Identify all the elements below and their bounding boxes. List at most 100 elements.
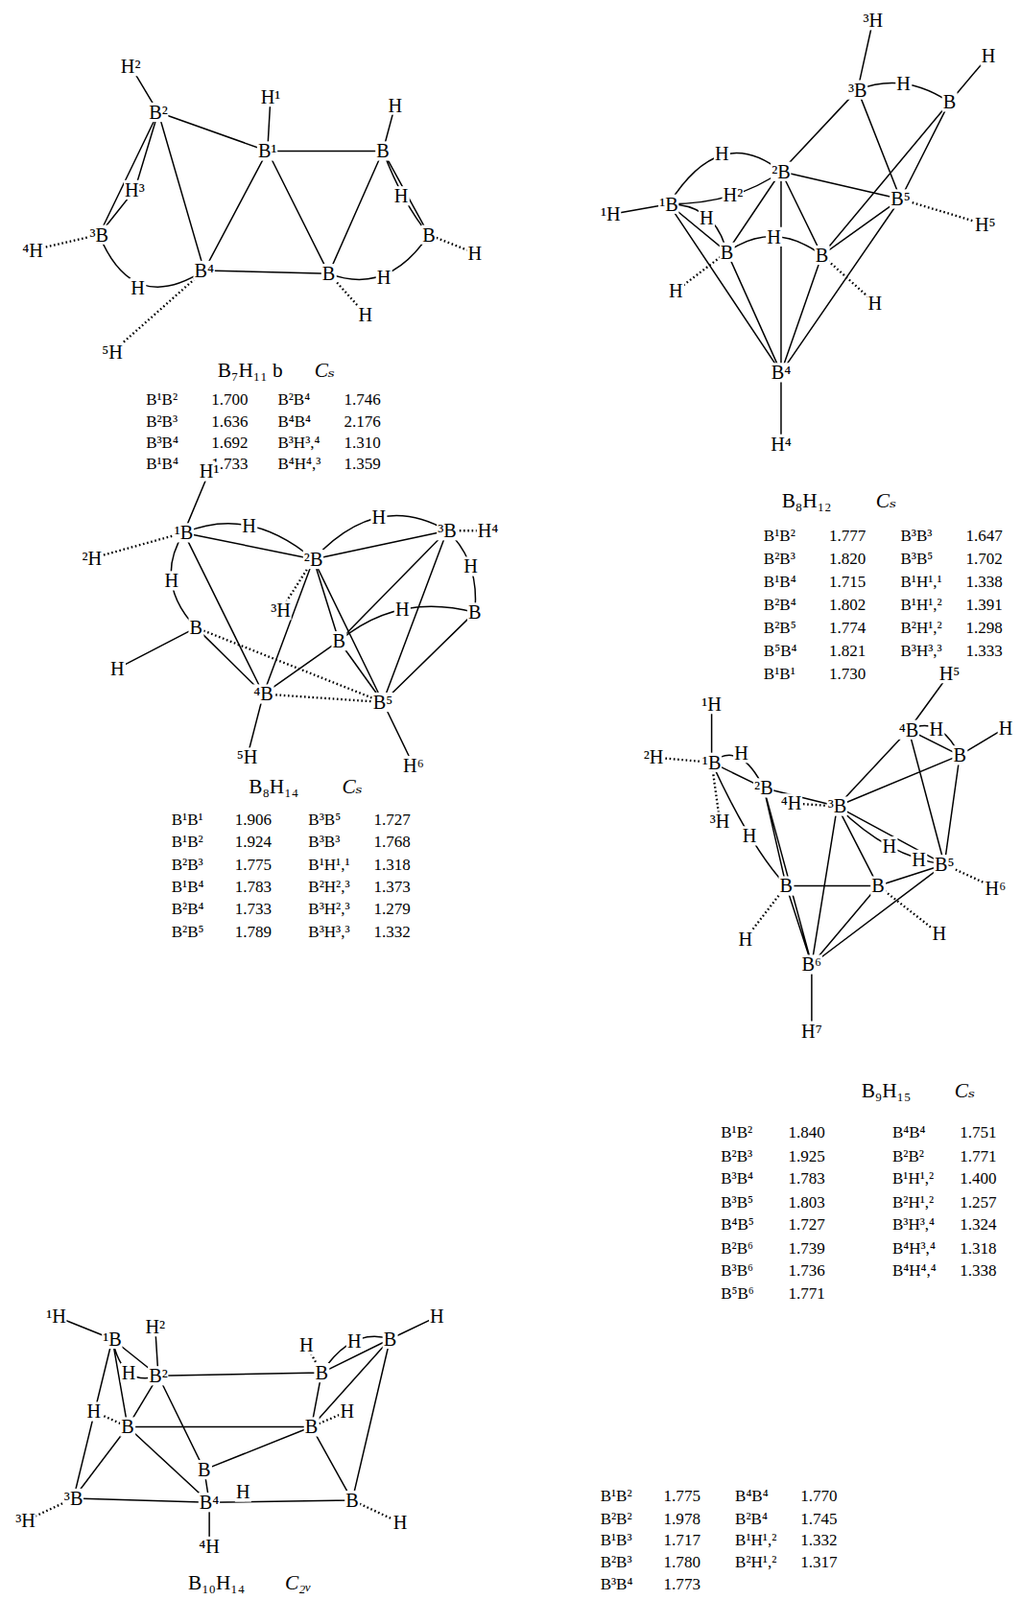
atom-label: B	[951, 745, 968, 765]
atom-label: H	[733, 743, 750, 763]
atom-label: H⁵	[938, 664, 962, 684]
bond-length-cell: B⁴H³,⁴	[892, 1239, 936, 1257]
atom-label: H	[163, 570, 180, 591]
atom-label: H¹	[260, 87, 283, 107]
bond-length-cell: B²B³	[763, 550, 796, 568]
bond-length-cell: 1.773	[664, 1576, 701, 1593]
bond-length-cell: B¹B²	[763, 527, 796, 545]
atom-label: H	[713, 142, 731, 163]
bond-length-cell: B³B⁴	[720, 1170, 754, 1188]
point-group: Cₛ	[876, 490, 897, 511]
atom-label: ⁴B	[252, 684, 275, 704]
atom-label: H	[357, 305, 375, 325]
bond-length-cell: 1.692	[211, 434, 248, 452]
bond-lines	[610, 20, 989, 445]
atom-label: H	[393, 186, 410, 206]
atom-label: ²B	[303, 549, 325, 570]
atom-label: H	[428, 1306, 446, 1327]
bond-length-cell: 1.298	[966, 619, 1003, 637]
atom-label: H¹	[198, 461, 221, 481]
bond-length-cell: 1.978	[664, 1510, 701, 1527]
atom-label: H⁶	[984, 878, 1008, 899]
atom-label: B	[331, 631, 347, 651]
bond-length-cell: 1.730	[829, 665, 866, 683]
bond-length-cell: B¹B³	[600, 1532, 633, 1549]
atom-label: B	[467, 602, 483, 622]
bond-length-cell: B¹B²	[171, 833, 204, 851]
point-group: C₂ᵥ	[284, 1572, 312, 1593]
atom-label: ¹B	[101, 1329, 123, 1350]
atom-label: H	[394, 599, 411, 619]
atom-label: H	[392, 1513, 409, 1533]
atom-label: ³B	[827, 796, 849, 816]
atom-label: H	[370, 507, 387, 527]
bond-length-cell: B³H²,³	[308, 902, 350, 919]
bond-length-cell: 1.636	[211, 413, 248, 430]
atom-label: ¹H	[599, 204, 622, 224]
bond-length-cell: 1.751	[959, 1125, 997, 1142]
atom-label: ³B	[63, 1489, 85, 1509]
bond-length-cell: 1.906	[235, 811, 272, 829]
bond-length-cell: B¹B¹	[763, 665, 796, 683]
atom-label: H⁷	[800, 1021, 824, 1042]
bond-length-cell: B²B⁴	[171, 902, 205, 919]
atom-label: B	[719, 242, 736, 262]
bond-length-cell: B¹B⁴	[145, 456, 179, 474]
bond-lines	[56, 1317, 438, 1547]
atom-label: ⁴B	[898, 720, 921, 740]
bond-length-cell: 1.338	[966, 573, 1003, 591]
bond-length-cell: 2.176	[344, 413, 381, 430]
molecule-formula: B₇H₁₁ b	[217, 359, 284, 380]
atom-label: H	[86, 1401, 103, 1422]
atom-label: B	[313, 1363, 330, 1383]
bond-length-cell: B⁴B⁵	[720, 1216, 755, 1234]
bond-length-cell: 1.318	[373, 856, 410, 874]
bond-length-cell: B¹H¹,²	[892, 1170, 934, 1188]
bond-lines	[712, 673, 1006, 1031]
hashed-bonds	[25, 1345, 401, 1523]
bond-length-cell: 1.338	[959, 1262, 997, 1280]
bond-length-cell: B⁵B⁶	[720, 1285, 755, 1303]
bond-length-cell: 1.771	[959, 1147, 997, 1164]
bond-length-cell: 1.783	[235, 878, 272, 896]
bond-length-cell: B⁴H⁴,³	[277, 456, 321, 474]
bond-length-cell: 1.768	[373, 833, 410, 851]
atom-label: H	[698, 208, 715, 228]
bond-length-cell: B⁵B⁴	[763, 642, 798, 660]
bond-length-cell: 1.840	[787, 1125, 825, 1142]
atom-label: H²	[119, 56, 143, 76]
atom-label: B	[119, 1417, 136, 1437]
bond-length-cell: B²B⁴	[735, 1510, 768, 1527]
atom-label: H	[462, 556, 479, 576]
atom-label: H	[667, 281, 685, 301]
bond-length-cell: 1.310	[344, 434, 381, 452]
atom-label: H	[931, 924, 949, 944]
bond-length-cell: 1.391	[966, 596, 1003, 614]
atom-label: H	[109, 659, 126, 679]
bond-length-cell: 1.318	[959, 1239, 997, 1257]
bond-length-cell: B³B³	[308, 833, 340, 851]
bond-length-cell: B²B⁵	[763, 619, 797, 637]
bond-length-cell: 1.774	[829, 619, 866, 637]
bond-length-cell: 1.783	[787, 1170, 825, 1188]
atom-label: B	[196, 1460, 213, 1480]
point-group: Cₛ	[954, 1080, 975, 1101]
atom-label: B	[421, 225, 437, 245]
atom-label: H	[298, 1335, 315, 1355]
bond-length-cell: 1.775	[235, 856, 272, 874]
atom-label: B	[870, 876, 886, 896]
atom-label: ¹B	[658, 194, 680, 214]
atom-label: H⁴	[769, 434, 793, 454]
atom-label: ⁵H	[236, 747, 260, 767]
bond-length-cell: 1.733	[235, 902, 272, 919]
atom-label: ²H	[642, 747, 665, 767]
atom-label: B	[375, 141, 391, 161]
bond-length-cell: 1.925	[787, 1147, 825, 1164]
bond-length-cell: 1.820	[829, 550, 866, 568]
bond-length-cell: B⁴B⁴	[277, 413, 311, 430]
atom-label: ¹H	[700, 694, 723, 714]
atom-label: B	[778, 876, 794, 896]
bond-length-cell: B¹H¹,²	[900, 596, 942, 614]
